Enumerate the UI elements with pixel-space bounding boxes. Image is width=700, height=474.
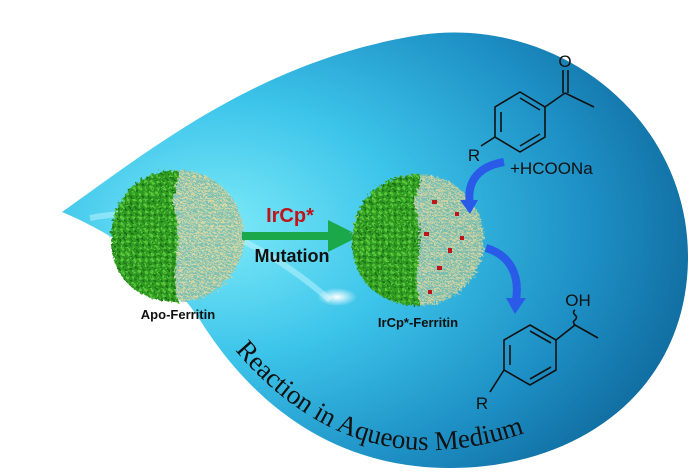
substituent-bottom-label: R — [476, 394, 488, 413]
acetophenone-structure — [480, 70, 595, 153]
substrate-in-arrow — [465, 158, 505, 206]
apo-ferritin-structure — [111, 170, 244, 302]
carbonyl-oxygen-label: O — [558, 52, 571, 71]
ircp-ferritin-label: IrCp*-Ferritin — [378, 315, 458, 330]
substituent-top-label: R — [468, 146, 480, 165]
hydroxyl-label: OH — [565, 291, 591, 310]
substrate-in-arrowhead — [460, 200, 478, 214]
drop-glint — [317, 288, 357, 306]
iridium-sites — [424, 200, 464, 294]
ircp-ferritin-structure — [352, 174, 484, 306]
phenylethanol-structure — [489, 309, 599, 393]
product-out-arrow — [484, 244, 521, 301]
product-out-arrowhead — [506, 298, 526, 314]
reagent-label: IrCp* — [266, 205, 314, 227]
cosubstrate-label: +HCOONa — [510, 159, 593, 178]
process-label: Mutation — [255, 246, 330, 266]
apo-ferritin-label: Apo-Ferritin — [141, 307, 215, 322]
